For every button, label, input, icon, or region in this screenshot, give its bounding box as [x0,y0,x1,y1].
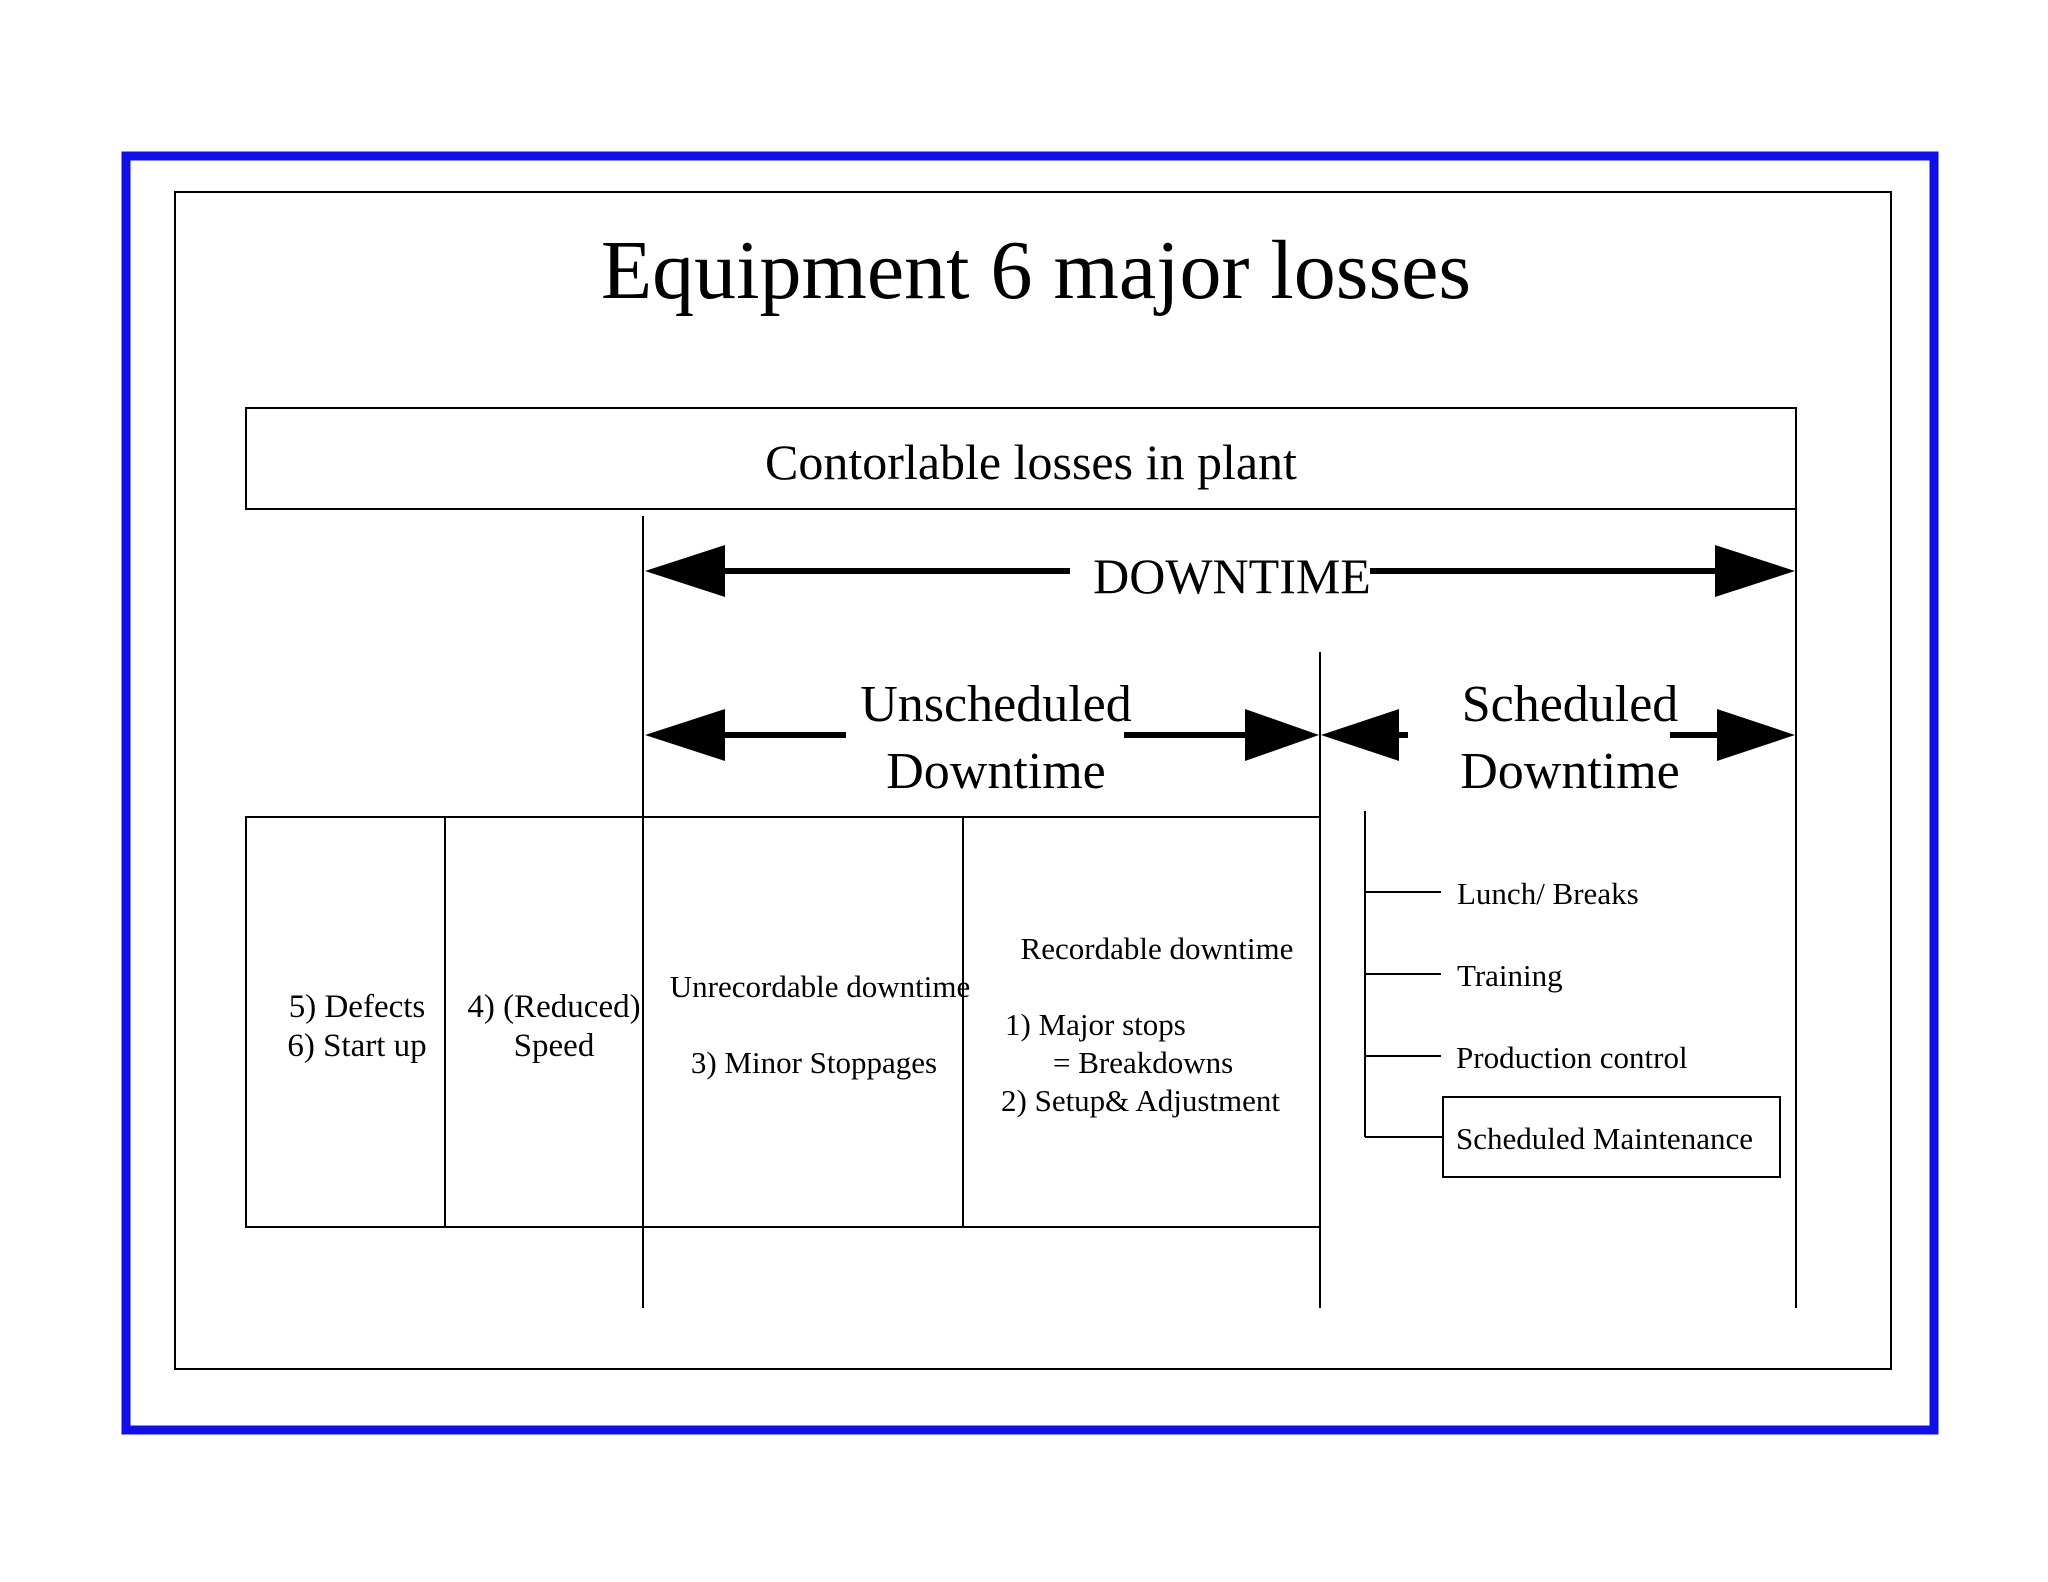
loss-table [245,816,1321,1228]
cell-unrecordable: Unrecordable downtime 3) Minor Stoppages [670,969,970,1080]
banner-box [245,407,1797,510]
cell-speed-line1: 4) (Reduced) [467,989,640,1025]
scheduled-item-scheduled-maintenance: Scheduled Maintenance [1456,1121,1753,1156]
outer-blue-border [121,151,1939,1435]
cell-defects-line2: 6) Start up [287,1028,426,1064]
banner-label: Contorlable losses in plant [765,434,1297,490]
cell-recordable-line3: 2) Setup& Adjustment [1001,1083,1280,1118]
cell-recordable-line1: 1) Major stops [1005,1007,1186,1042]
downtime-arrow [645,545,1795,597]
scheduled-label-line1: Scheduled [1462,676,1679,733]
scheduled-maintenance-box [1442,1096,1781,1178]
cell-defects-line1: 5) Defects [289,989,426,1025]
cell-speed-line2: Speed [514,1028,595,1064]
unscheduled-label-line1: Unscheduled [860,676,1131,733]
unscheduled-arrow [645,709,1319,761]
cell-unrecordable-heading: Unrecordable downtime [670,969,970,1004]
cell-unrecordable-line1: 3) Minor Stoppages [691,1045,937,1080]
inner-frame [174,191,1892,1370]
scheduled-item-training: Training [1457,958,1563,993]
downtime-label: DOWNTIME [1093,548,1371,604]
cell-speed: 4) (Reduced) Speed [467,989,640,1064]
cell-defects: 5) Defects 6) Start up [287,989,426,1064]
scheduled-item-lunch-breaks: Lunch/ Breaks [1457,876,1639,911]
unscheduled-label-line2: Downtime [886,743,1106,800]
diagram-title: Equipment 6 major losses [601,224,1471,317]
cell-recordable: Recordable downtime 1) Major stops = Bre… [1001,931,1293,1118]
cell-recordable-heading: Recordable downtime [1021,931,1294,966]
scheduled-label-line2: Downtime [1460,743,1680,800]
scheduled-tree [1364,811,1781,1178]
scheduled-item-production-control: Production control [1456,1040,1688,1075]
scheduled-arrow [1321,709,1795,761]
cell-recordable-line2: = Breakdowns [1053,1045,1233,1080]
